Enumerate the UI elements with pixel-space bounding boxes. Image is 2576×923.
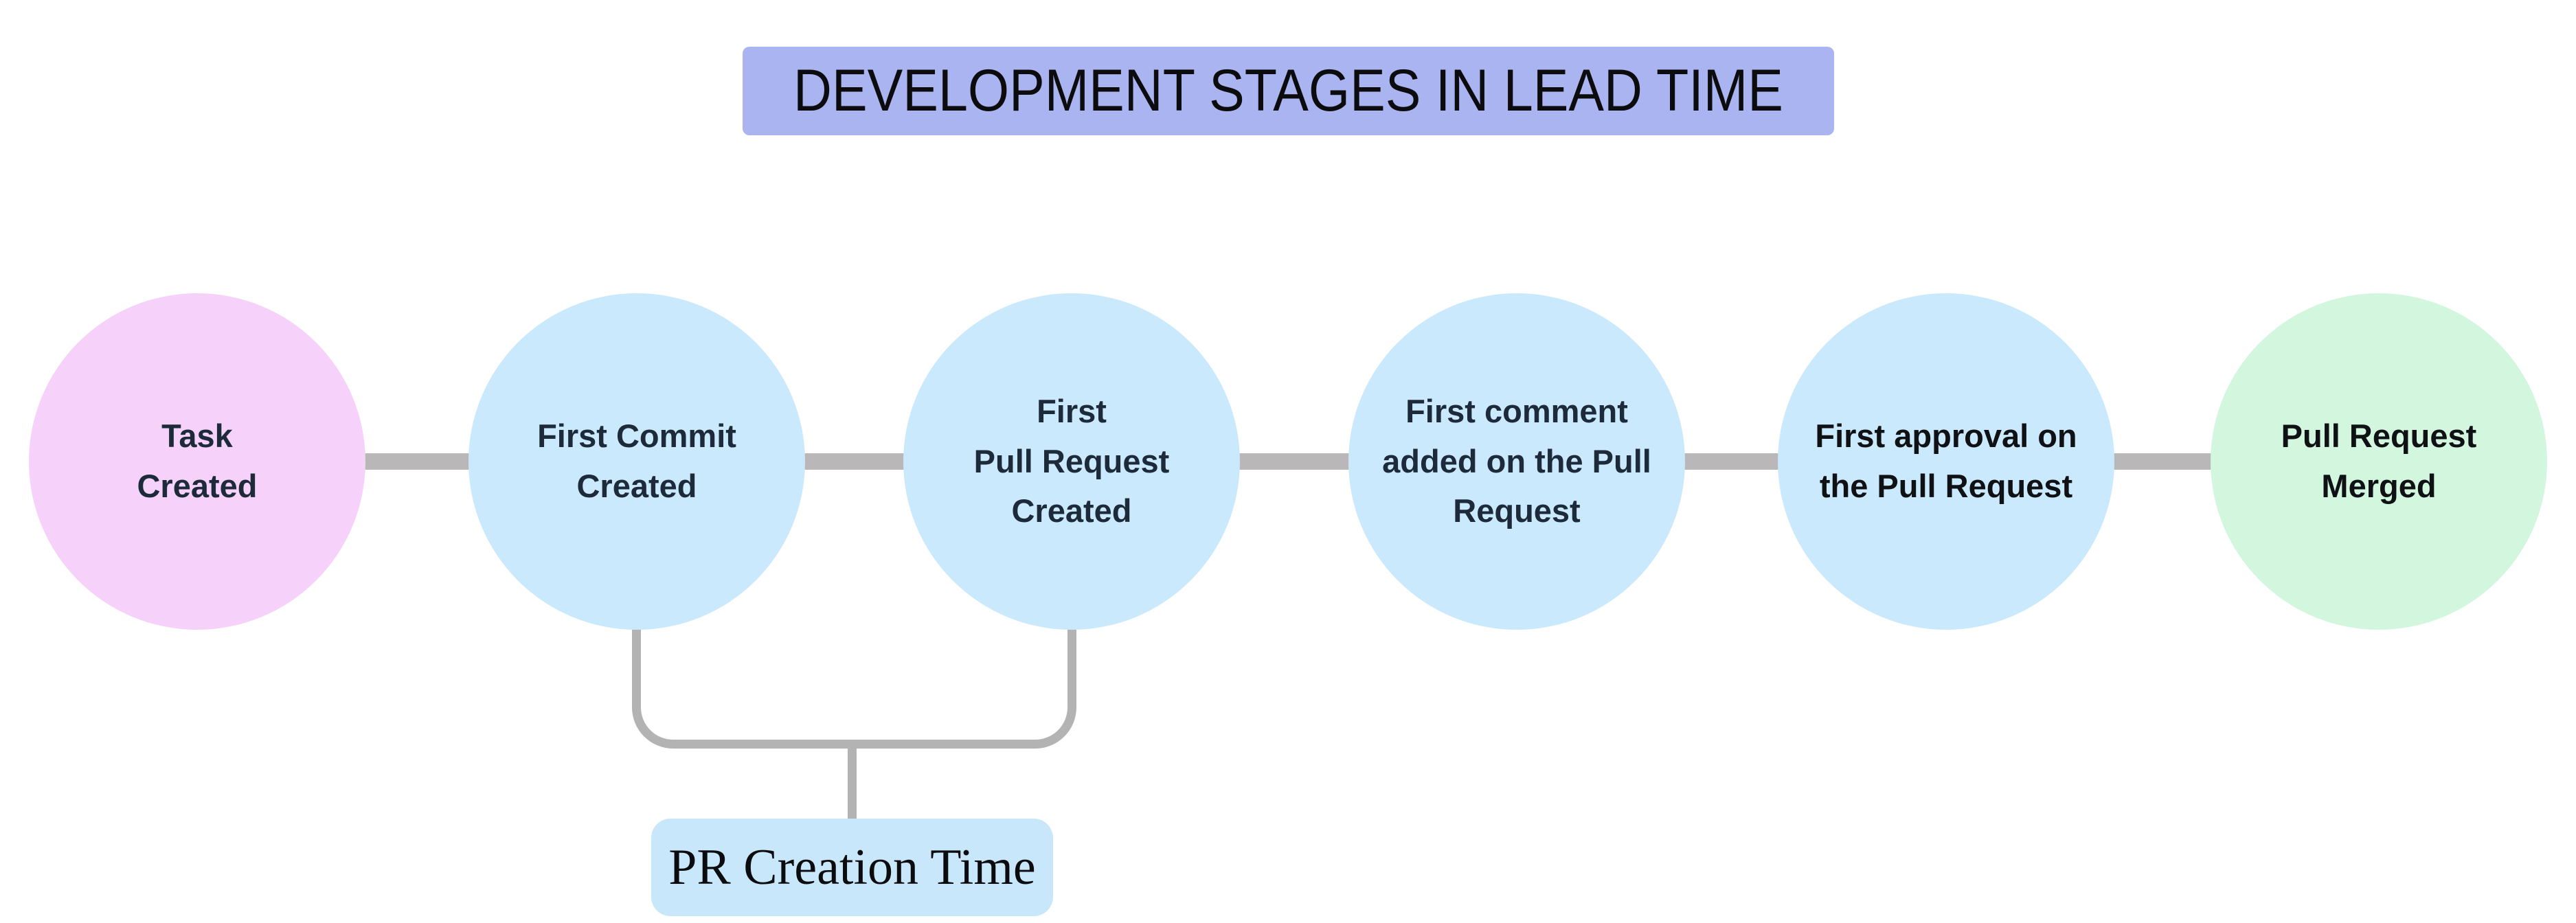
stage-node-first-pr-created: First Pull Request Created (903, 293, 1240, 630)
stage-node-first-approval: First approval on the Pull Request (1778, 293, 2114, 630)
stage-label: Pull Request Merged (2281, 418, 2477, 504)
pr-creation-time-bracket (632, 618, 1076, 749)
stage-label: Task Created (137, 418, 258, 504)
stage-node-task-created: Task Created (29, 293, 365, 630)
stage-label: First comment added on the Pull Request (1382, 392, 1651, 529)
stage-node-first-commit-created: First Commit Created (468, 293, 805, 630)
diagram-title: DEVELOPMENT STAGES IN LEAD TIME (793, 58, 1783, 124)
stage-node-pull-request-merged: Pull Request Merged (2211, 293, 2547, 630)
diagram-title-box: DEVELOPMENT STAGES IN LEAD TIME (743, 47, 1834, 135)
stage-label: First Pull Request Created (973, 392, 1170, 529)
pr-creation-time-label: PR Creation Time (668, 839, 1036, 896)
pr-creation-time-bracket-stem (848, 749, 857, 820)
stage-label: First Commit Created (537, 418, 736, 504)
stage-label: First approval on the Pull Request (1815, 418, 2077, 504)
stage-node-first-comment-added: First comment added on the Pull Request (1348, 293, 1685, 630)
pr-creation-time-label-box: PR Creation Time (651, 819, 1053, 916)
